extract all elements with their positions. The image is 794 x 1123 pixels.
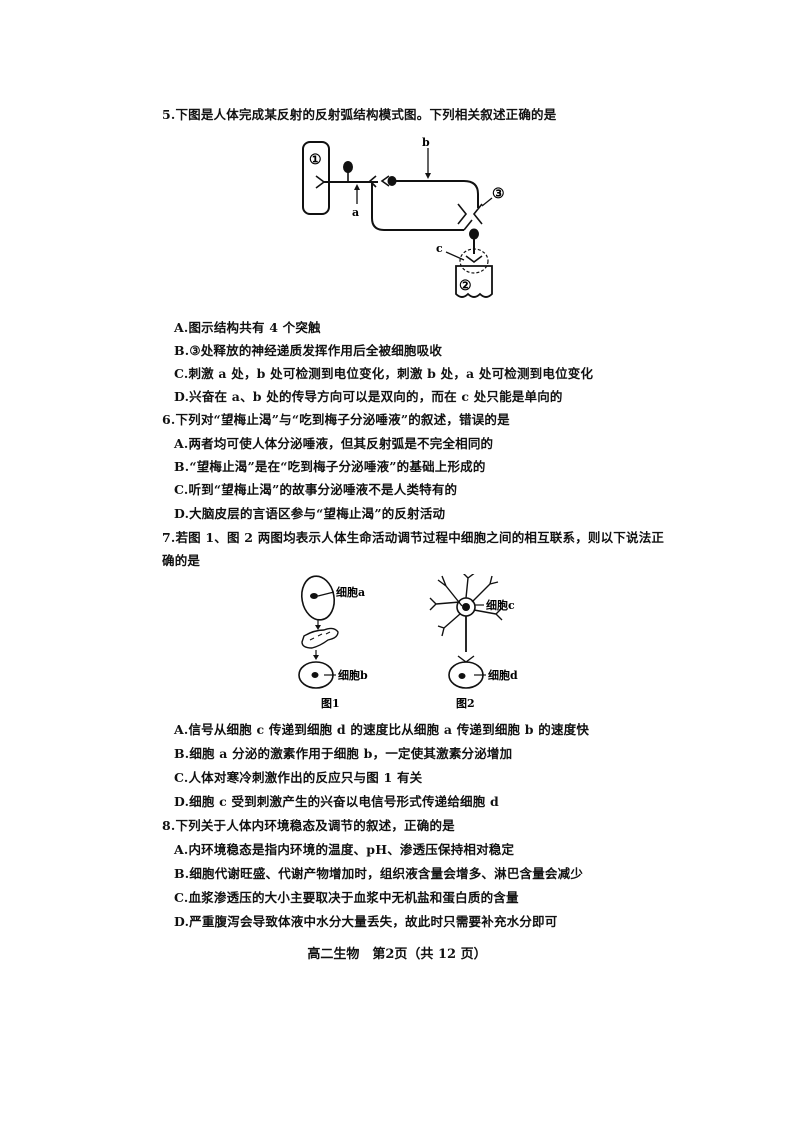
q8-option-d: D.严重腹泻会导致体液中水分大量丢失，故此时只需要补充水分即可 [174, 914, 558, 929]
label-cell-c: 细胞c [486, 598, 515, 612]
reflex-arc-figure: ① a b ③ c [302, 136, 505, 298]
neuron-dendrites [429, 574, 503, 637]
q7-option-b: B.细胞 a 分泌的激素作用于细胞 b，一定使其激素分泌增加 [174, 746, 513, 761]
label-a: a [352, 206, 359, 219]
q6-option-b: B.“望梅止渴”是在“吃到梅子分泌唾液”的基础上形成的 [174, 459, 486, 474]
q6-stem: 6.下列对“望梅止渴”与“吃到梅子分泌唾液”的叙述，错误的是 [162, 412, 510, 427]
q8-stem: 8.下列关于人体内环境稳态及调节的叙述，正确的是 [162, 818, 455, 833]
label-cell-d: 细胞d [488, 668, 518, 682]
blood-vessel [301, 627, 339, 649]
effector-junction-circle [459, 248, 489, 274]
label-fig1: 图1 [321, 697, 340, 710]
q5-option-b: B.③处释放的神经递质发挥作用后全被细胞吸收 [174, 343, 443, 358]
cell-communication-figure: 细胞a 细胞b 图1 细胞c 细胞d 图2 [298, 574, 518, 710]
q7-option-a: A.信号从细胞 c 传递到细胞 d 的速度比从细胞 a 传递到细胞 b 的速度快 [174, 722, 590, 737]
ganglion-cell-body [343, 161, 353, 173]
interneuron-body [387, 176, 397, 186]
q5-option-c: C.刺激 a 处，b 处可检测到电位变化，刺激 b 处，a 处可检测到电位变化 [174, 366, 594, 381]
receptor-box [302, 141, 330, 215]
label-cell-a: 细胞a [336, 585, 365, 599]
label-3: ③ [492, 186, 505, 202]
q6-option-d: D.大脑皮层的言语区参与“望梅止渴”的反射活动 [174, 506, 446, 521]
label-b: b [422, 136, 430, 149]
q8-option-a: A.内环境稳态是指内环境的温度、pH、渗透压保持相对稳定 [174, 842, 515, 857]
q6-option-c: C.听到“望梅止渴”的故事分泌唾液不是人类特有的 [174, 482, 458, 497]
cell-a [300, 575, 336, 621]
effector-shape [455, 265, 493, 298]
label-fig2: 图2 [456, 697, 475, 710]
label-cell-b: 细胞b [338, 668, 368, 682]
label-c: c [436, 242, 443, 255]
label-1: ① [309, 152, 322, 168]
label-2: ② [459, 278, 472, 294]
page-footer: 高二生物 第2页（共 12 页） [307, 947, 487, 962]
q7-stem-line1: 7.若图 1、图 2 两图均表示人体生命活动调节过程中细胞之间的相互联系，则以下… [162, 530, 665, 545]
q5-option-d: D.兴奋在 a、b 处的传导方向可以是双向的，而在 c 处只能是单向的 [174, 389, 563, 404]
q5-stem: 5.下图是人体完成某反射的反射弧结构模式图。下列相关叙述正确的是 [162, 107, 557, 122]
q7-option-d: D.细胞 c 受到刺激产生的兴奋以电信号形式传递给细胞 d [174, 794, 499, 809]
q7-stem-line2: 确的是 [162, 553, 201, 568]
q8-option-c: C.血浆渗透压的大小主要取决于血浆中无机盐和蛋白质的含量 [174, 890, 519, 905]
motor-neuron-body [469, 228, 479, 240]
q6-option-a: A.两者均可使人体分泌唾液，但其反射弧是不完全相同的 [174, 436, 494, 451]
q8-option-b: B.细胞代谢旺盛、代谢产物增加时，组织液含量会增多、淋巴含量会减少 [174, 866, 584, 881]
q7-option-c: C.人体对寒冷刺激作出的反应只与图 1 有关 [174, 770, 423, 785]
q5-option-a: A.图示结构共有 4 个突触 [174, 320, 321, 335]
